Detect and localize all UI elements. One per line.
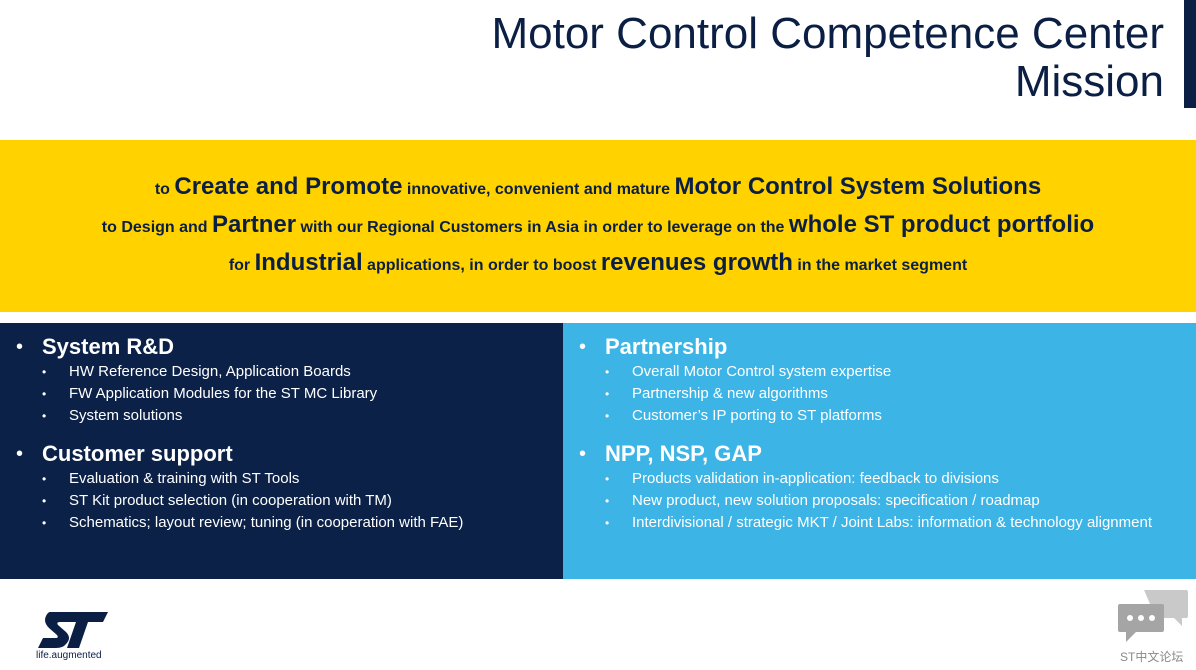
bullet: • <box>42 387 47 401</box>
section-npp-nsp-gap: • NPP, NSP, GAP • Products validation in-… <box>563 440 1196 534</box>
mission-text: innovative, convenient and mature <box>402 181 675 198</box>
forum-watermark: ST中文论坛 <box>1120 650 1184 664</box>
list-item: • System solutions <box>0 405 563 427</box>
right-panel: • Partnership • Overall Motor Control sys… <box>563 323 1196 579</box>
item-text: Products validation in-application: feed… <box>632 470 999 487</box>
bullet: • <box>42 365 47 379</box>
item-text: Evaluation & training with ST Tools <box>69 470 300 487</box>
bullet: • <box>605 472 610 486</box>
item-text: Partnership & new algorithms <box>632 385 828 402</box>
mission-text: with our Regional Customers in Asia in o… <box>296 219 789 236</box>
bullet: • <box>579 336 587 358</box>
bullet: • <box>579 443 587 465</box>
bullet: • <box>42 472 47 486</box>
bullet: • <box>605 365 610 379</box>
title-accent-bar <box>1184 0 1196 108</box>
heading-text: Partnership <box>605 334 728 359</box>
title-line-1: Motor Control Competence Center <box>491 9 1164 58</box>
mission-emphasis: Create and Promote <box>174 173 403 200</box>
item-list: • Products validation in-application: fee… <box>563 468 1196 534</box>
item-text: ST Kit product selection (in cooperation… <box>69 492 392 509</box>
list-item: • Partnership & new algorithms <box>563 383 1196 405</box>
logo-tagline: life.augmented <box>36 650 102 661</box>
mission-line-3: for Industrial applications, in order to… <box>0 249 1196 277</box>
bullet: • <box>42 494 47 508</box>
mission-emphasis: whole ST product portfolio <box>788 211 1095 238</box>
list-item: • New product, new solution proposals: sp… <box>563 490 1196 512</box>
title-line-2: Mission <box>1014 57 1164 106</box>
section-partnership: • Partnership • Overall Motor Control sys… <box>563 333 1196 427</box>
mission-banner: to Create and Promote innovative, conven… <box>0 140 1196 312</box>
slide-title: Motor Control Competence Center Mission <box>491 10 1164 106</box>
list-item: • Overall Motor Control system expertise <box>563 361 1196 383</box>
section-heading: • Customer support <box>0 440 563 468</box>
item-text: Schematics; layout review; tuning (in co… <box>69 514 464 531</box>
item-list: • HW Reference Design, Application Boards… <box>0 361 563 427</box>
list-item: • ST Kit product selection (in cooperatio… <box>0 490 563 512</box>
mission-emphasis: Motor Control System Solutions <box>674 173 1042 200</box>
bullet: • <box>605 494 610 508</box>
heading-text: NPP, NSP, GAP <box>605 441 762 466</box>
section-system-rd: • System R&D • HW Reference Design, Appli… <box>0 333 563 427</box>
list-item: • Products validation in-application: fee… <box>563 468 1196 490</box>
heading-text: System R&D <box>42 334 175 359</box>
bullet: • <box>605 387 610 401</box>
item-list: • Evaluation & training with ST Tools • ST… <box>0 468 563 534</box>
chat-bubbles-icon <box>1116 588 1190 644</box>
left-panel: • System R&D • HW Reference Design, Appli… <box>0 323 563 579</box>
mission-text: in the market segment <box>792 257 968 274</box>
item-text: New product, new solution proposals: spe… <box>632 492 1040 509</box>
mission-line-1: to Create and Promote innovative, conven… <box>0 173 1196 201</box>
mission-text: to Design and <box>101 219 213 236</box>
bullet: • <box>16 443 24 465</box>
list-item: • Evaluation & training with ST Tools <box>0 468 563 490</box>
item-text: Customer’s IP porting to ST platforms <box>632 407 882 424</box>
section-heading: • Partnership <box>563 333 1196 361</box>
item-text: System solutions <box>69 407 183 424</box>
bullet: • <box>605 409 610 423</box>
mission-text: applications, in order to boost <box>362 257 601 274</box>
list-item: • Schematics; layout review; tuning (in c… <box>0 512 563 534</box>
st-logo-icon <box>36 610 112 662</box>
section-heading: • NPP, NSP, GAP <box>563 440 1196 468</box>
bullet: • <box>16 336 24 358</box>
item-text: Overall Motor Control system expertise <box>632 363 892 380</box>
mission-line-2: to Design and Partner with our Regional … <box>0 211 1196 239</box>
item-text: HW Reference Design, Application Boards <box>69 363 351 380</box>
list-item: • Customer’s IP porting to ST platforms <box>563 405 1196 427</box>
list-item: • Interdivisional / strategic MKT / Joint… <box>563 512 1196 534</box>
list-item: • FW Application Modules for the ST MC Li… <box>0 383 563 405</box>
list-item: • HW Reference Design, Application Boards <box>0 361 563 383</box>
bullet: • <box>42 409 47 423</box>
mission-emphasis: Industrial <box>254 249 363 276</box>
bullet: • <box>42 516 47 530</box>
mission-emphasis: Partner <box>212 211 297 238</box>
section-heading: • System R&D <box>0 333 563 361</box>
item-text: Interdivisional / strategic MKT / Joint … <box>632 514 1152 531</box>
item-list: •Overall Motor Control system expertise … <box>563 361 1196 427</box>
heading-text: Customer support <box>42 441 233 466</box>
section-customer-support: • Customer support • Evaluation & trainin… <box>0 440 563 534</box>
mission-emphasis: revenues growth <box>600 249 793 276</box>
bullet: • <box>605 516 610 530</box>
item-text: FW Application Modules for the ST MC Lib… <box>69 385 378 402</box>
mission-text: to <box>154 181 175 198</box>
mission-text: for <box>228 257 255 274</box>
